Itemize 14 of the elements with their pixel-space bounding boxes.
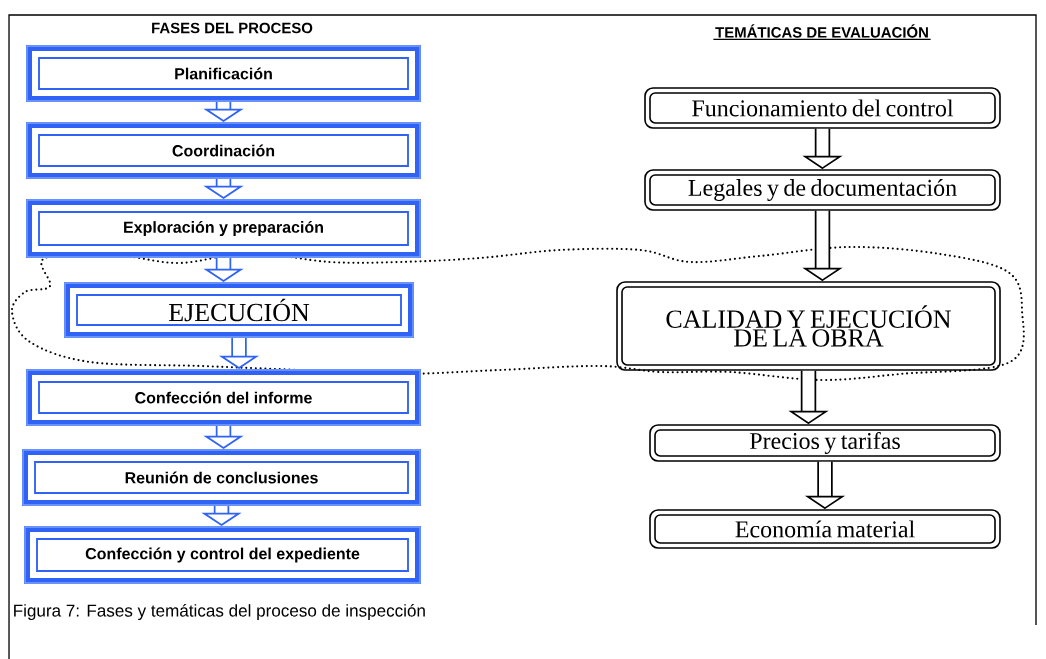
column-heading: TEMÁTICAS DE EVALUACIÓN (712, 24, 932, 40)
process-box: Coordinación (26, 122, 421, 179)
process-box: Reunión de conclusiones (22, 449, 421, 506)
process-box: Confección del informe (26, 369, 421, 426)
topic-box: Economía material (649, 509, 1001, 549)
caption: Figura 7: Fases y temáticas del proceso de inspección (14, 603, 425, 621)
process-box: Confección y control del expediente (24, 526, 421, 584)
topic-box: Precios y tarifas (649, 424, 1001, 462)
topic-box: CALIDAD Y EJECUCIÓN DE LA OBRA (616, 281, 1001, 371)
topic-box: Legales y de documentación (644, 169, 1001, 211)
process-box: Exploración y preparación (26, 199, 421, 258)
process-box: Planificación (26, 45, 421, 102)
topic-box: Funcionamiento del control (644, 87, 1001, 129)
process-box: EJECUCIÓN (64, 282, 414, 338)
